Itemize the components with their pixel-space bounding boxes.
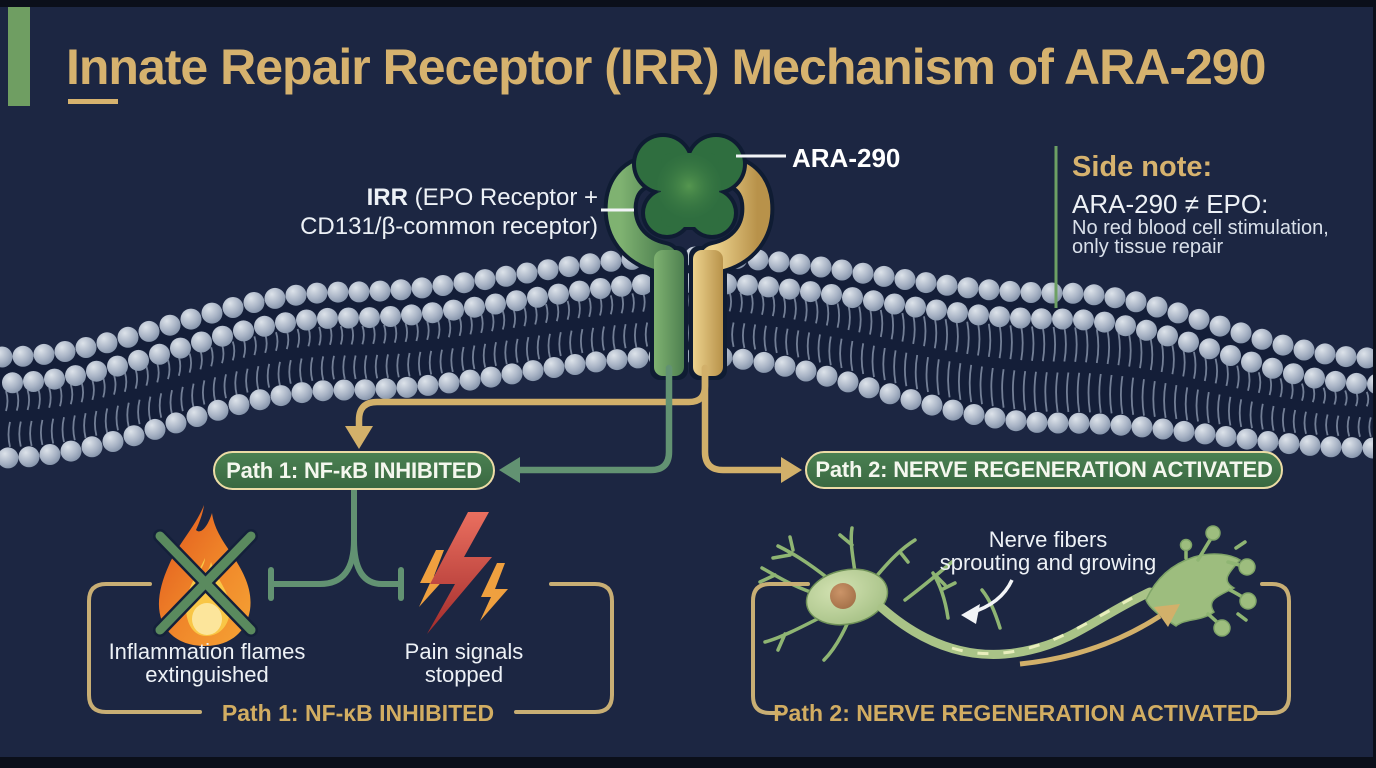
caption-pointer-arrow-icon — [961, 579, 1014, 624]
irr-label-rest: (EPO Receptor + — [407, 184, 598, 211]
axon-dashes — [951, 591, 1143, 656]
path2-bottom-label: Path 2: NERVE REGENERATION ACTIVATED — [773, 700, 1259, 726]
irr-receptor-illustration — [603, 133, 775, 380]
corner-accent-bar — [8, 7, 30, 106]
nerve-caption-line1: Nerve fibers — [988, 527, 1108, 552]
signal-connectors — [345, 364, 802, 483]
side-note-line3: only tissue repair — [1072, 236, 1224, 258]
path1-bracket-left — [87, 582, 202, 714]
flame-caption-line1: Inflammation flames — [108, 639, 306, 664]
irr-label-line2: CD131/β-common receptor) — [300, 213, 598, 240]
neuron-illustration — [758, 525, 1257, 667]
path2-box: Path 2: NERVE REGENERATION ACTIVATED — [805, 451, 1283, 489]
side-note-line2: No red blood cell stimulation, — [1072, 217, 1329, 239]
path1-box: Path 1: NF-κB INHIBITED — [213, 451, 495, 490]
irr-receptor-label: IRR (EPO Receptor + CD131/β-common recep… — [230, 183, 598, 241]
flame-caption-line2: extinguished — [145, 662, 269, 687]
epo-receptor-arm — [607, 159, 677, 271]
pain-caption-line1: Pain signals — [404, 639, 524, 664]
flame-icon — [153, 505, 258, 646]
cross-out-icon — [153, 529, 258, 637]
path2-bracket-right — [1255, 582, 1291, 715]
inhibition-tee — [268, 487, 404, 601]
arrow-left-icon — [499, 457, 520, 483]
summary-brackets — [87, 582, 1291, 715]
dendrites — [758, 526, 1002, 662]
pain-caption-line2: stopped — [424, 662, 504, 687]
bottom-letterbox-bar — [0, 757, 1376, 768]
side-note-line1: ARA-290 ≠ EPO: — [1072, 189, 1269, 219]
cd131-receptor-arm — [701, 159, 771, 271]
irr-label-bold: IRR — [366, 184, 408, 211]
path2-bracket-left — [751, 582, 810, 715]
arrow-right-icon — [781, 457, 802, 483]
gold-connector-to-path2 — [701, 364, 785, 474]
right-letterbox-bar — [1373, 0, 1376, 768]
side-note-heading: Side note: — [1072, 151, 1213, 183]
nerve-caption-line2: sprouting and growing — [939, 550, 1157, 575]
page-title: Innate Repair Receptor (IRR) Mechanism o… — [66, 39, 1266, 95]
growth-direction-arrow-icon — [1019, 604, 1180, 667]
nucleus — [830, 583, 856, 609]
title-underline — [68, 99, 118, 104]
axon — [877, 587, 1155, 659]
path1-bracket-right — [514, 582, 614, 714]
path1-bottom-label: Path 1: NF-κB INHIBITED — [221, 700, 495, 726]
top-letterbox-bar — [0, 0, 1376, 7]
arrow-down-icon — [345, 426, 373, 449]
green-connector-to-path1 — [516, 364, 673, 474]
leader-lines — [601, 154, 786, 212]
ara-290-ligand — [632, 133, 747, 239]
pain-lightning-icon — [419, 512, 508, 634]
ara-290-label: ARA-290 — [792, 143, 901, 173]
